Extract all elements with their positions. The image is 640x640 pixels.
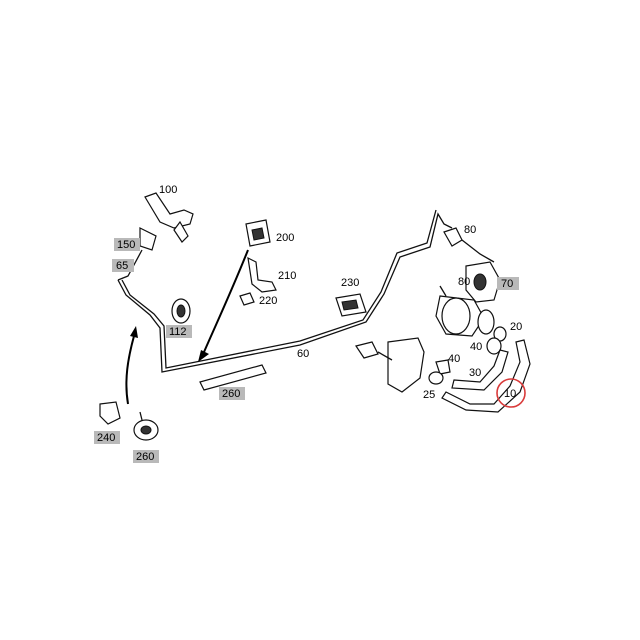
callout-label-210: 210 (278, 270, 296, 282)
callout-260-lower: 260 (133, 450, 159, 463)
arrow-up-from-clips (125, 326, 138, 405)
callout-10-highlighted: 10 (496, 378, 526, 408)
callout-label-10: 10 (504, 388, 516, 400)
callout-260-middle: 260 (219, 387, 245, 400)
clip-part-230 (335, 293, 367, 317)
hose-part-80 (443, 227, 495, 263)
clip-part-25 (428, 371, 444, 385)
callout-80-bottom: 80 (458, 276, 470, 288)
callout-200: 200 (276, 232, 294, 244)
callout-label-80-top: 80 (464, 224, 476, 236)
label-box-240 (94, 431, 120, 444)
label-box-70 (497, 277, 519, 290)
callout-80-top: 80 (464, 224, 476, 236)
callout-220: 220 (259, 295, 277, 307)
callout-100: 100 (159, 184, 177, 196)
label-box-260-middle (219, 387, 245, 400)
callout-150: 150 (114, 238, 140, 251)
callout-label-230: 230 (341, 277, 359, 289)
callout-label-40-right: 40 (470, 341, 482, 353)
callout-112: 112 (166, 325, 192, 338)
fitting-part-40-right (486, 337, 502, 355)
callout-label-60: 60 (297, 348, 309, 360)
clip-part-40-left (435, 359, 451, 375)
callout-label-25: 25 (423, 389, 435, 401)
label-box-65 (112, 259, 134, 272)
bracket-part-200 (245, 219, 271, 247)
callout-20: 20 (510, 321, 522, 333)
label-box-112 (166, 325, 192, 338)
callout-label-260-middle: 260 (222, 388, 240, 400)
callout-label-65: 65 (116, 260, 128, 272)
valve-body (355, 337, 425, 393)
hose-part-30 (451, 349, 509, 391)
callout-40-right: 40 (470, 341, 482, 353)
callout-30: 30 (469, 367, 481, 379)
callout-label-200: 200 (276, 232, 294, 244)
callout-label-260-lower: 260 (136, 451, 154, 463)
sleeve-part-260 (199, 364, 267, 391)
callout-label-240: 240 (97, 432, 115, 444)
callout-label-112: 112 (169, 326, 187, 338)
callout-65: 65 (112, 259, 134, 272)
bracket-part-210 (247, 256, 277, 293)
callout-240: 240 (94, 431, 120, 444)
pipe-line-60 (117, 212, 453, 373)
callout-label-70: 70 (501, 278, 513, 290)
callout-40-left: 40 (448, 353, 460, 365)
callout-60: 60 (297, 348, 309, 360)
hose-part-100 (117, 192, 194, 281)
callout-label-150: 150 (117, 239, 135, 251)
clip-part-240 (99, 401, 121, 425)
label-box-260-lower (133, 450, 159, 463)
hose-part-10 (441, 339, 531, 413)
connector-part-112 (171, 298, 191, 324)
callout-label-220: 220 (259, 295, 277, 307)
callout-label-20: 20 (510, 321, 522, 333)
reservoir-part-70 (465, 261, 501, 303)
callout-210: 210 (278, 270, 296, 282)
callout-label-100: 100 (159, 184, 177, 196)
callout-label-40-left: 40 (448, 353, 460, 365)
label-box-150 (114, 238, 140, 251)
clamp-part-260 (133, 411, 159, 441)
callout-label-80-bottom: 80 (458, 276, 470, 288)
callout-25: 25 (423, 389, 435, 401)
callout-230: 230 (341, 277, 359, 289)
callout-label-30: 30 (469, 367, 481, 379)
cylinder-assembly (435, 285, 495, 337)
arrow-to-line-from-bracket (198, 249, 249, 362)
pipe-line-60-inner (121, 209, 437, 369)
callout-70: 70 (497, 277, 519, 290)
nut-part-220 (239, 292, 255, 306)
highlight-circle (496, 378, 526, 408)
